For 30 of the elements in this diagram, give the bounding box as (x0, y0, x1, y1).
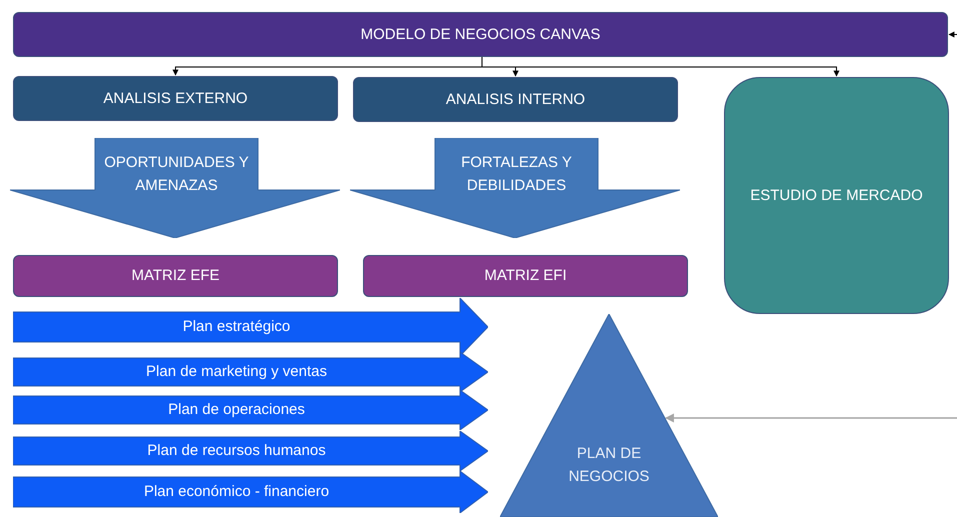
down-arrow-shape (10, 138, 340, 238)
shape-label: OPORTUNIDADES Y AMENAZAS (103, 152, 250, 196)
shape-label: ANALISIS INTERNO (446, 90, 586, 110)
right-arrow-shape (13, 298, 488, 356)
shape-label: Plan de operaciones (168, 400, 305, 420)
shape-label: ESTUDIO DE MERCADO (750, 186, 923, 206)
right-arrow-shape (13, 431, 488, 471)
shape-label: MATRIZ EFI (484, 266, 567, 286)
connector-arrow (664, 414, 957, 422)
shape-label: Plan económico - financiero (144, 482, 330, 502)
shape-label: Plan de marketing y ventas (146, 362, 327, 382)
shape-label: Plan de recursos humanos (147, 441, 326, 462)
shape-label: Plan estratégico (182, 317, 290, 338)
triangle-shape (500, 314, 718, 517)
right-arrow-shape (13, 390, 488, 430)
shape-label: PLAN DE NEGOCIOS (568, 444, 650, 488)
connector-arrow (948, 32, 957, 38)
shape-label: ANALISIS EXTERNO (103, 88, 248, 109)
shape-label: MATRIZ EFE (131, 266, 220, 286)
right-arrow-shape (13, 471, 488, 513)
rounded-box (724, 77, 949, 314)
right-arrow-shape (13, 352, 488, 392)
matrix-box (363, 255, 688, 297)
shape-label: MODELO DE NEGOCIOS CANVAS (360, 24, 600, 45)
matrix-box (13, 255, 338, 297)
down-arrow-shape (350, 138, 680, 238)
process-box (13, 76, 338, 121)
title-bar (13, 12, 948, 57)
process-box (353, 77, 678, 122)
shape-label: FORTALEZAS Y DEBILIDADES (460, 152, 573, 196)
